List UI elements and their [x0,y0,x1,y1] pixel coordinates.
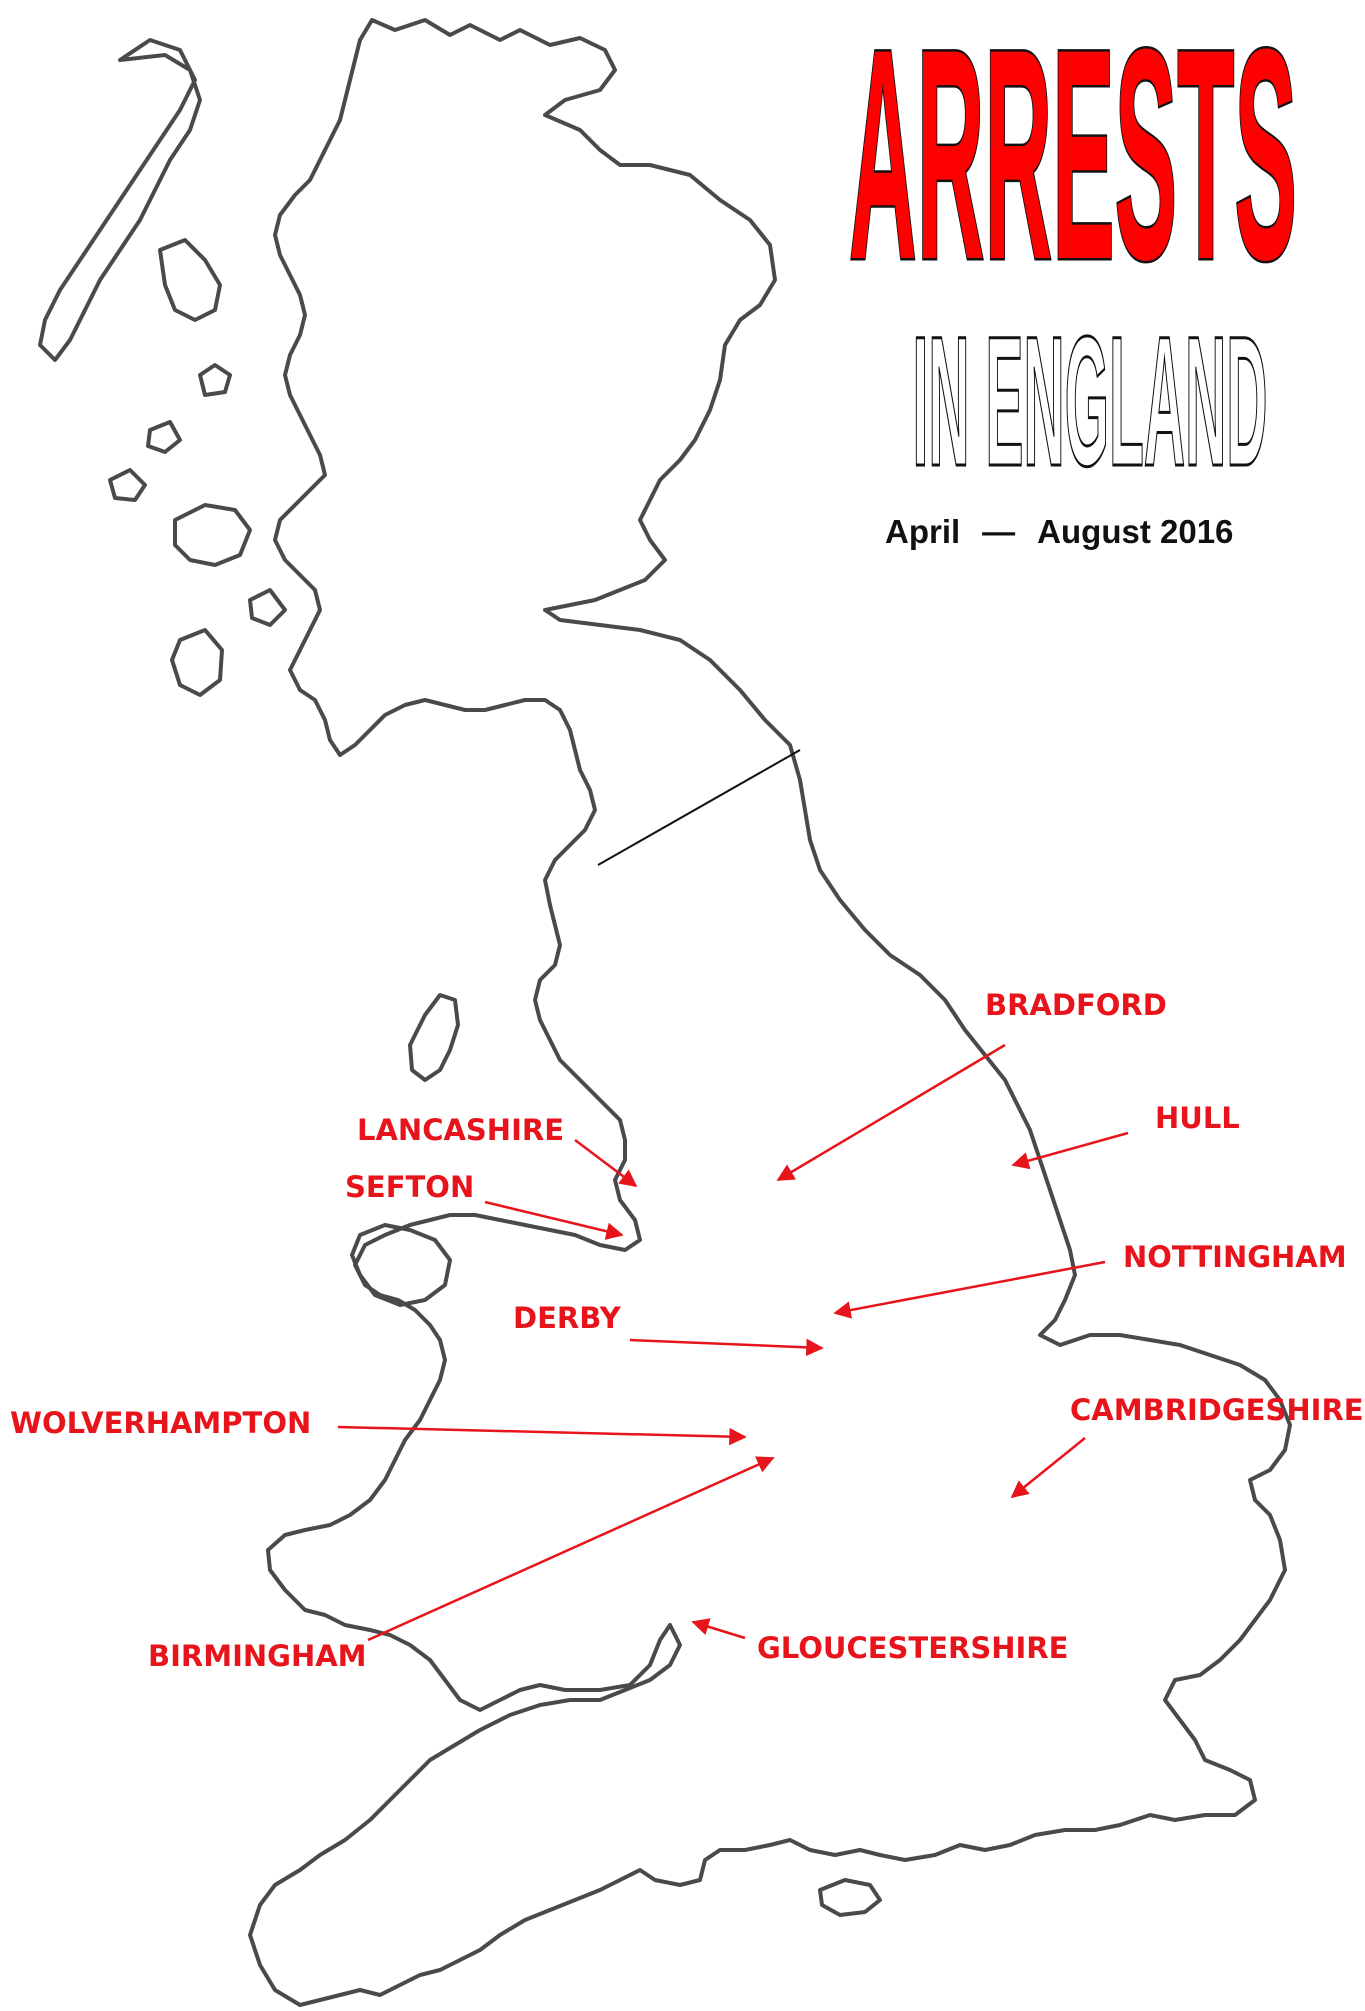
great-britain-outline [248,18,1292,2007]
skye-outline [158,238,222,322]
arrow-gloucestershire [691,1618,746,1640]
arrow-cambridgeshire [1010,1437,1086,1499]
title-sub: IN ENGLAND [913,299,1268,505]
date-start: April [885,513,960,550]
label-gloucestershire: GLOUCESTERSHIRE [757,1631,1068,1665]
small-isle-4 [248,588,287,627]
date-range: April — August 2016 [885,513,1233,550]
label-lancashire: LANCASHIRE [357,1113,564,1147]
arrow-sefton [484,1200,624,1240]
label-birmingham: BIRMINGHAM [148,1639,367,1673]
isle-of-wight-outline [818,1878,882,1917]
mull-outline [173,503,252,567]
isle-of-man-outline [408,993,460,1082]
islay-outline [170,628,224,697]
label-cambridgeshire: CAMBRIDGESHIRE [1070,1393,1364,1427]
small-isle-2 [108,468,147,502]
arrow-bradford [776,1043,1006,1182]
date-dash: — [982,513,1015,550]
anglesey-outline [350,1223,452,1307]
coastline-group [38,18,1292,2007]
arrow-wolverhampton [337,1425,747,1446]
arrow-hull [1011,1131,1129,1170]
small-isle-1 [198,363,232,397]
arrows [337,1043,1129,1642]
arrow-lancashire [574,1139,638,1188]
small-isle-3 [146,420,182,454]
label-wolverhampton: WOLVERHAMPTON [10,1406,311,1440]
label-hull: HULL [1155,1101,1240,1135]
place-labels: BRADFORD HULL LANCASHIRE SEFTON NOTTINGH… [10,988,1364,1673]
arrow-nottingham [833,1260,1106,1319]
label-nottingham: NOTTINGHAM [1123,1240,1347,1274]
arrow-derby [629,1338,824,1357]
label-derby: DERBY [513,1301,622,1335]
label-sefton: SEFTON [345,1170,474,1204]
date-end: August 2016 [1037,513,1233,550]
arrow-birmingham [367,1456,775,1642]
title-main: ARRESTS [849,0,1297,322]
border-line [597,749,801,866]
label-bradford: BRADFORD [985,988,1167,1022]
outer-hebrides-outline [38,38,202,362]
title-block: ARRESTS IN ENGLAND April — August 2016 [847,0,1300,550]
